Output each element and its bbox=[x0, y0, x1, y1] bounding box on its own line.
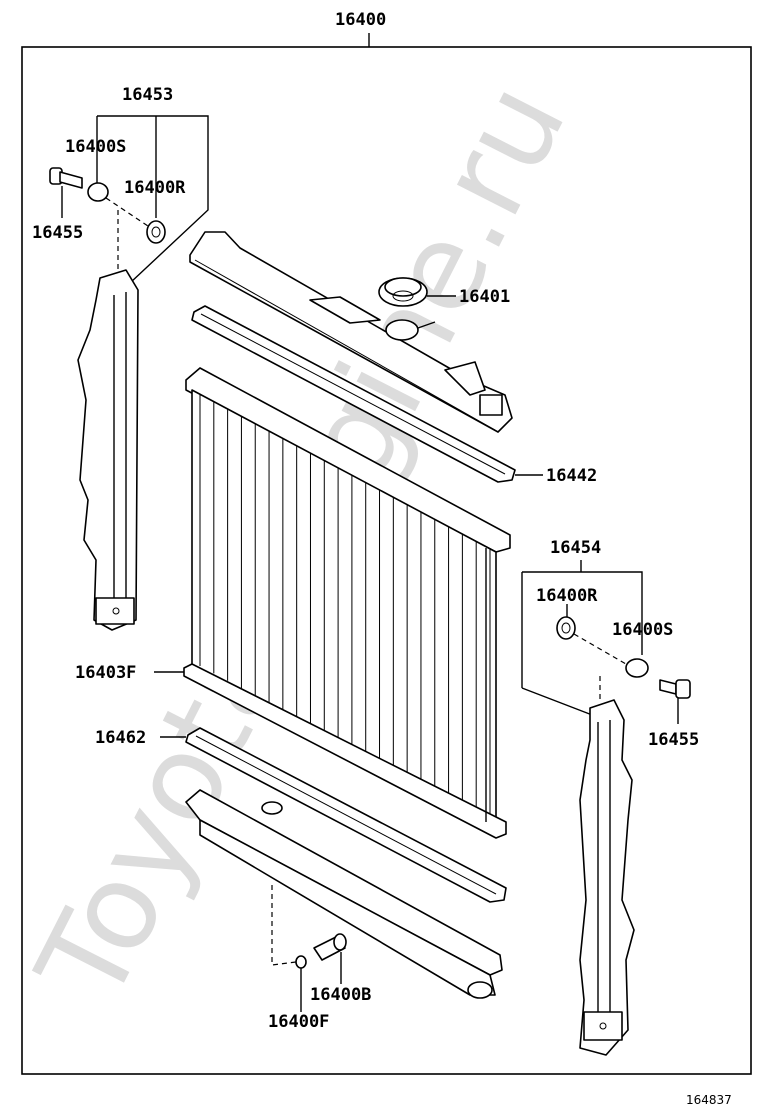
label-left-cushion-s[interactable]: 16400S bbox=[65, 137, 126, 157]
core-fins bbox=[199, 394, 491, 821]
right-bolt[interactable] bbox=[659, 679, 691, 699]
right-cushion-s[interactable] bbox=[625, 658, 649, 678]
diagram-id: 164837 bbox=[686, 1093, 732, 1107]
drain-cock[interactable] bbox=[313, 933, 347, 961]
label-left-bracket-set[interactable]: 16453 bbox=[122, 85, 173, 105]
drain-oring[interactable] bbox=[295, 955, 307, 969]
label-right-bracket-set[interactable]: 16454 bbox=[550, 538, 601, 558]
radiator-cap[interactable] bbox=[378, 277, 428, 307]
left-cushion-r[interactable] bbox=[146, 220, 166, 244]
label-drain-oring[interactable]: 16400F bbox=[268, 1012, 329, 1032]
label-upper-gasket[interactable]: 16442 bbox=[546, 466, 597, 486]
left-bolt[interactable] bbox=[49, 167, 83, 189]
label-right-cushion-r[interactable]: 16400R bbox=[536, 586, 598, 606]
label-left-cushion-r[interactable]: 16400R bbox=[124, 178, 186, 198]
label-assembly[interactable]: 16400 bbox=[335, 10, 386, 30]
right-side-bracket[interactable] bbox=[579, 699, 635, 1056]
label-lower-gasket[interactable]: 16462 bbox=[95, 728, 146, 748]
label-drain-cock[interactable]: 16400B bbox=[310, 985, 371, 1005]
radiator-core[interactable] bbox=[183, 367, 511, 839]
label-core[interactable]: 16403F bbox=[75, 663, 136, 683]
right-cushion-r[interactable] bbox=[556, 616, 576, 640]
left-cushion-s[interactable] bbox=[87, 182, 109, 202]
diagram-frame bbox=[21, 46, 752, 1075]
label-cap[interactable]: 16401 bbox=[459, 287, 510, 307]
left-side-bracket[interactable] bbox=[77, 269, 139, 631]
label-left-bolt[interactable]: 16455 bbox=[32, 223, 83, 243]
lower-tank[interactable] bbox=[185, 789, 503, 999]
label-right-cushion-s[interactable]: 16400S bbox=[612, 620, 673, 640]
label-right-bolt[interactable]: 16455 bbox=[648, 730, 699, 750]
upper-tank[interactable] bbox=[189, 231, 513, 433]
